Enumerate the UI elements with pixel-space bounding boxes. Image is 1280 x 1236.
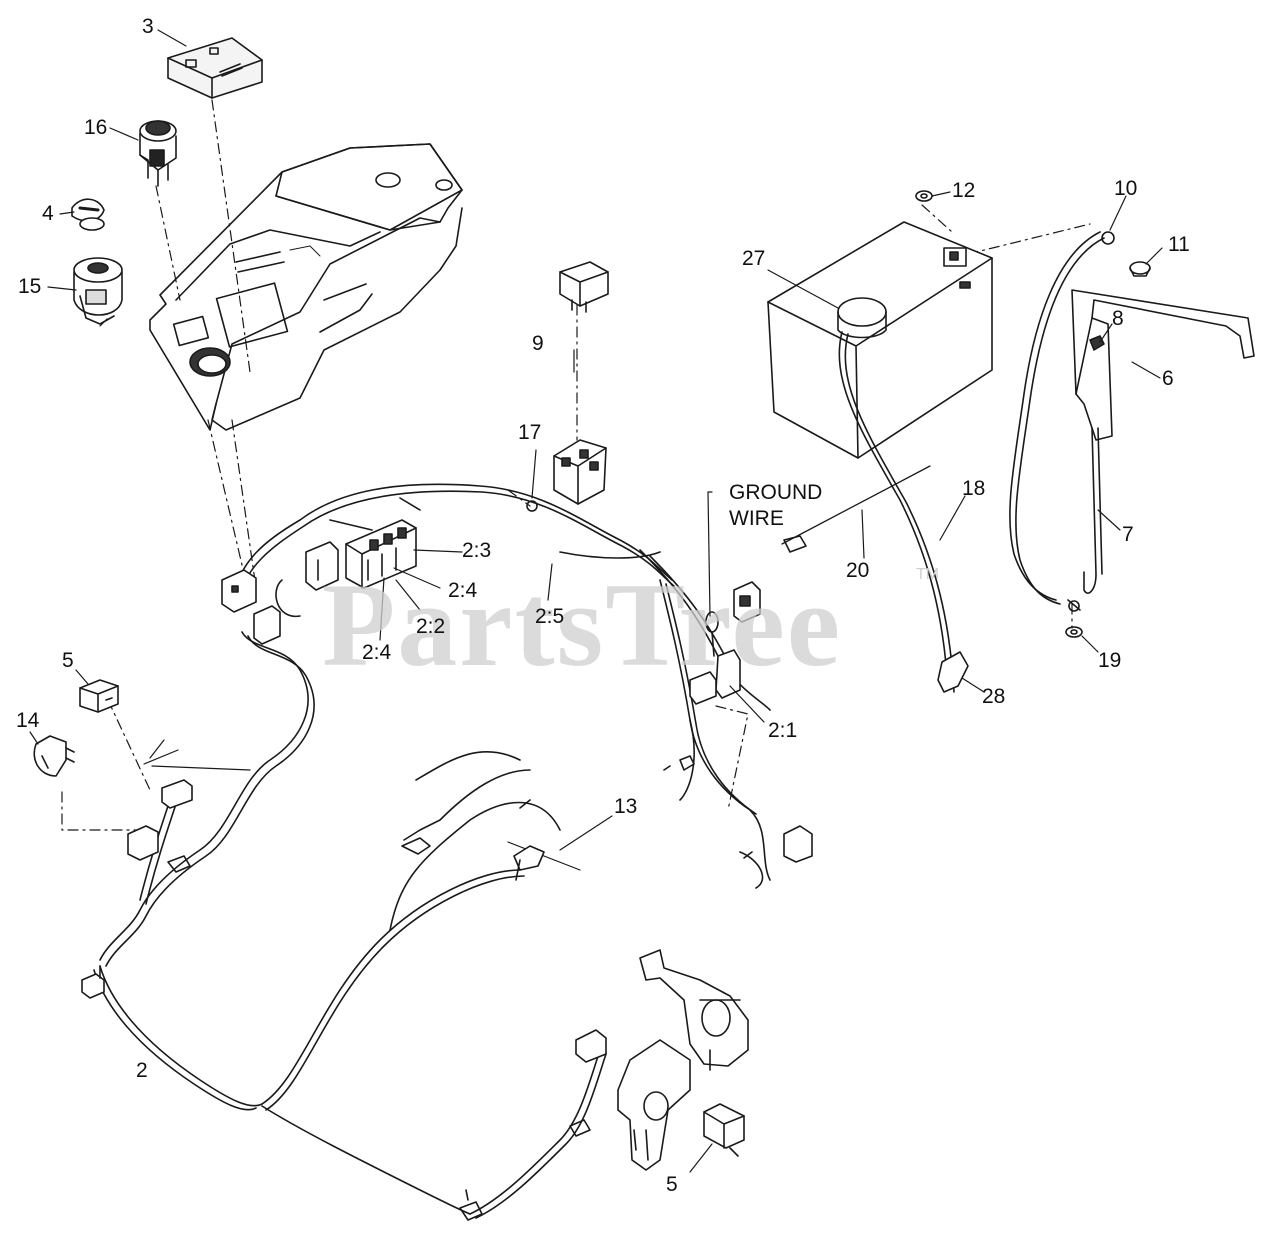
part-7-rod bbox=[1083, 427, 1103, 594]
part-9-relay bbox=[559, 261, 609, 313]
callout-9: 9 bbox=[532, 332, 544, 355]
battery bbox=[767, 221, 993, 459]
callout-2-4b: 2:4 bbox=[362, 641, 392, 664]
part-17-screw bbox=[526, 500, 538, 512]
part-16-switch bbox=[139, 120, 177, 187]
callout-12: 12 bbox=[952, 179, 976, 202]
callout-18: 18 bbox=[962, 477, 986, 500]
part-11-bolt bbox=[1129, 261, 1151, 277]
left-harness-connectors bbox=[81, 779, 193, 999]
part-8-nut bbox=[1089, 335, 1105, 351]
callout-11: 11 bbox=[1168, 233, 1190, 256]
callout-2-2: 2:2 bbox=[416, 615, 446, 638]
callout-leaders bbox=[29, 29, 1163, 1173]
part-5-switch-lower bbox=[703, 1103, 745, 1157]
part-4-key bbox=[71, 198, 105, 231]
dash-panel bbox=[149, 143, 463, 431]
callout-20: 20 bbox=[846, 559, 870, 582]
callout-16: 16 bbox=[84, 116, 108, 139]
fuse-block bbox=[345, 519, 417, 589]
callout-27: 27 bbox=[742, 247, 766, 270]
callout-14: 14 bbox=[16, 709, 40, 732]
callout-15: 15 bbox=[18, 275, 42, 298]
ground-connector bbox=[663, 581, 761, 771]
callout-13: 13 bbox=[614, 795, 638, 818]
callout-5-lower: 5 bbox=[666, 1173, 678, 1196]
leader-lines bbox=[61, 99, 1094, 831]
callout-4: 4 bbox=[42, 202, 54, 225]
part-14-sensor bbox=[33, 735, 75, 777]
callout-28: 28 bbox=[982, 685, 1006, 708]
ground-wire-label-line1: GROUND bbox=[729, 481, 823, 504]
callout-6: 6 bbox=[1162, 367, 1174, 390]
part-6-bracket bbox=[1071, 289, 1255, 441]
callout-8: 8 bbox=[1112, 307, 1124, 330]
harness-2 bbox=[93, 483, 771, 1219]
callout-2: 2 bbox=[136, 1059, 148, 1082]
part-20-cable-tie bbox=[781, 465, 931, 553]
lower-harness-connectors bbox=[459, 1029, 607, 1221]
trademark-mark: TM bbox=[916, 566, 940, 583]
callout-7: 7 bbox=[1122, 523, 1134, 546]
callout-10: 10 bbox=[1114, 177, 1138, 200]
part-5-relay-upper bbox=[79, 679, 119, 713]
callout-2-1: 2:1 bbox=[768, 719, 798, 742]
seat-switch-bracket bbox=[617, 949, 749, 1171]
part-13-cable-tie bbox=[401, 799, 581, 881]
part-3-module bbox=[167, 37, 263, 99]
callout-5-upper: 5 bbox=[62, 649, 74, 672]
right-lower-connector bbox=[739, 825, 813, 889]
callout-2-4a: 2:4 bbox=[448, 579, 478, 602]
callout-3: 3 bbox=[142, 15, 154, 38]
callout-2-5: 2:5 bbox=[535, 605, 565, 628]
part-19-washer bbox=[1065, 626, 1083, 638]
relay-socket bbox=[553, 439, 607, 505]
part-12-washer bbox=[915, 190, 933, 202]
ground-wire-label-line2: WIRE bbox=[729, 507, 784, 530]
watermark: PartsTree bbox=[322, 558, 842, 691]
part-10-cable bbox=[1009, 231, 1115, 612]
callout-19: 19 bbox=[1098, 649, 1122, 672]
part-18-cable bbox=[838, 331, 969, 693]
callout-17: 17 bbox=[518, 421, 542, 444]
left-connectors bbox=[221, 541, 339, 645]
callout-2-3: 2:3 bbox=[462, 539, 492, 562]
part-15-ignition bbox=[73, 257, 123, 325]
